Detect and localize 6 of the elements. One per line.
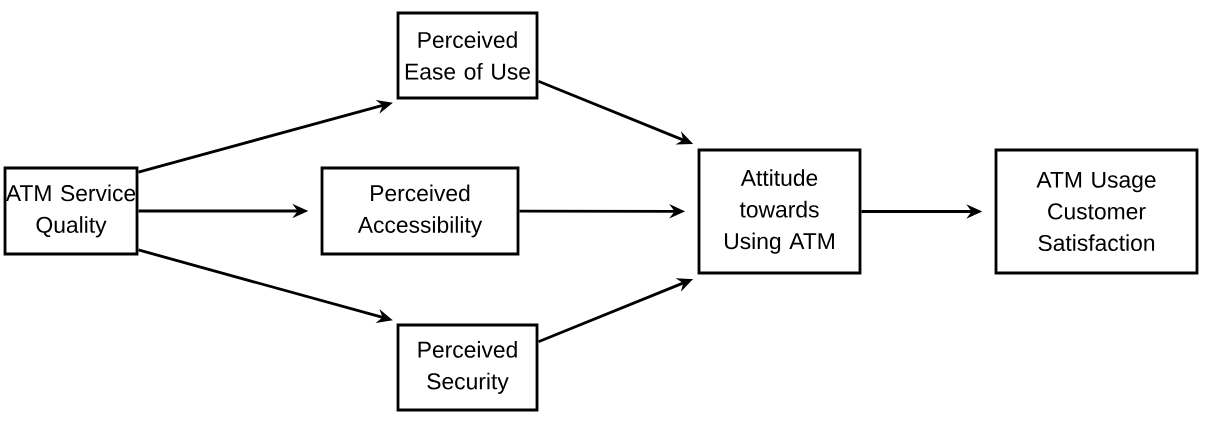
box: ATM Usage Customer Satisfaction: [994, 148, 1199, 275]
box: Perceived Security: [396, 323, 539, 412]
box: Perceived Ease of Use: [396, 11, 539, 100]
box: Attitude towards Using ATM: [697, 148, 862, 275]
box: Perceived Accessibility: [320, 166, 520, 256]
box: ATM Service Quality: [3, 166, 139, 256]
